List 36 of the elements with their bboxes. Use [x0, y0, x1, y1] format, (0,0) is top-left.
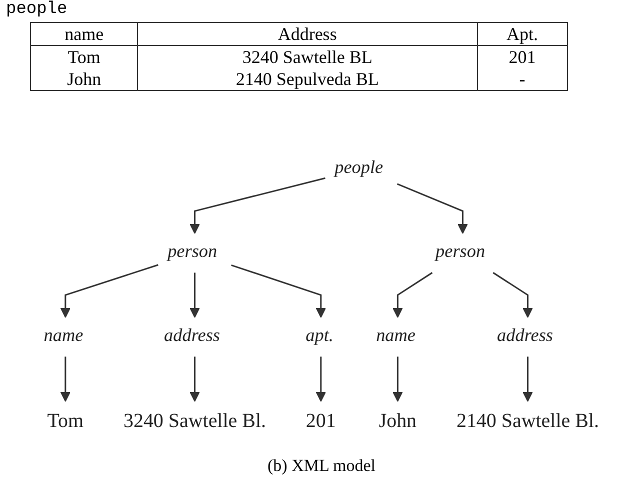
column-header: Address	[138, 22, 478, 46]
node-text: John	[378, 409, 417, 432]
table-cell: 201	[477, 46, 568, 68]
table-cell: -	[477, 68, 568, 90]
arrow	[492, 272, 533, 318]
table-cell: Tom	[30, 46, 138, 68]
column-header: Apt.	[477, 22, 568, 46]
caption: (b) XML model	[268, 456, 376, 476]
node-text: name	[44, 326, 84, 346]
column-header: name	[30, 22, 138, 46]
node-text: apt.	[306, 326, 334, 346]
arrow	[190, 272, 200, 318]
arrow	[316, 356, 326, 402]
arrow	[60, 264, 159, 318]
arrow	[392, 356, 403, 402]
node-text: 3240 Sawtelle Bl.	[124, 409, 266, 432]
node-text: 2140 Sawtelle Bl.	[456, 409, 600, 432]
arrow	[397, 183, 468, 234]
table-title: people	[6, 0, 68, 19]
node-text: Tom	[47, 409, 84, 432]
node-text: address	[497, 326, 554, 346]
arrow	[190, 356, 200, 402]
node-text: person	[168, 242, 218, 262]
arrow	[190, 177, 326, 234]
node-text: people	[334, 158, 384, 178]
arrow	[522, 356, 533, 402]
table-cell: 2140 Sepulveda BL	[138, 68, 478, 90]
arrow	[392, 272, 433, 318]
arrow	[231, 264, 326, 318]
node-text: person	[436, 242, 486, 262]
table-cell: 3240 Sawtelle BL	[138, 46, 478, 68]
node-text: name	[376, 326, 416, 346]
node-text: address	[164, 326, 220, 346]
arrow	[60, 356, 71, 402]
table-cell: John	[30, 68, 138, 90]
node-text: 201	[306, 409, 336, 432]
